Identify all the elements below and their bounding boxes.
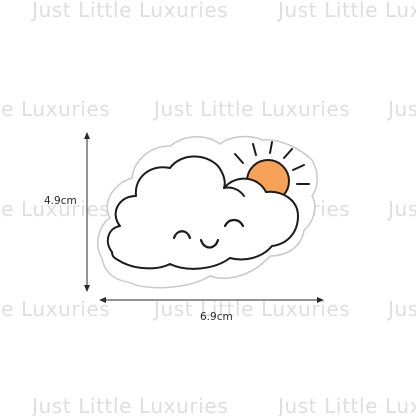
watermark-text: Just Little Luxuries <box>154 297 351 321</box>
width-label: 6.9cm <box>200 311 233 323</box>
watermark-text: Just Little Luxuries <box>154 97 351 121</box>
watermark-text: Just Little Luxuries <box>278 0 416 22</box>
watermark-text: Just Little Luxuries <box>32 394 229 416</box>
height-label: 4.9cm <box>44 195 77 207</box>
watermark-text: Just Little Luxuries <box>388 197 416 221</box>
watermark-text: Just Little Luxuries <box>0 97 111 121</box>
watermark-text: Just Little Luxuries <box>388 297 416 321</box>
watermark-text: Just Little Luxuries <box>278 394 416 416</box>
watermark-text: Just Little Luxuries <box>0 297 111 321</box>
watermark-text: Just Little Luxuries <box>32 0 229 22</box>
cloud-icon <box>106 155 299 270</box>
width-dimension-arrow <box>99 297 324 303</box>
watermark-text: Just Little Luxuries <box>388 97 416 121</box>
watermark-text: Just Little Luxuries <box>0 197 111 221</box>
height-dimension-arrow <box>84 132 90 292</box>
smile-face-icon <box>172 218 245 249</box>
sun-rays-icon <box>234 141 310 185</box>
